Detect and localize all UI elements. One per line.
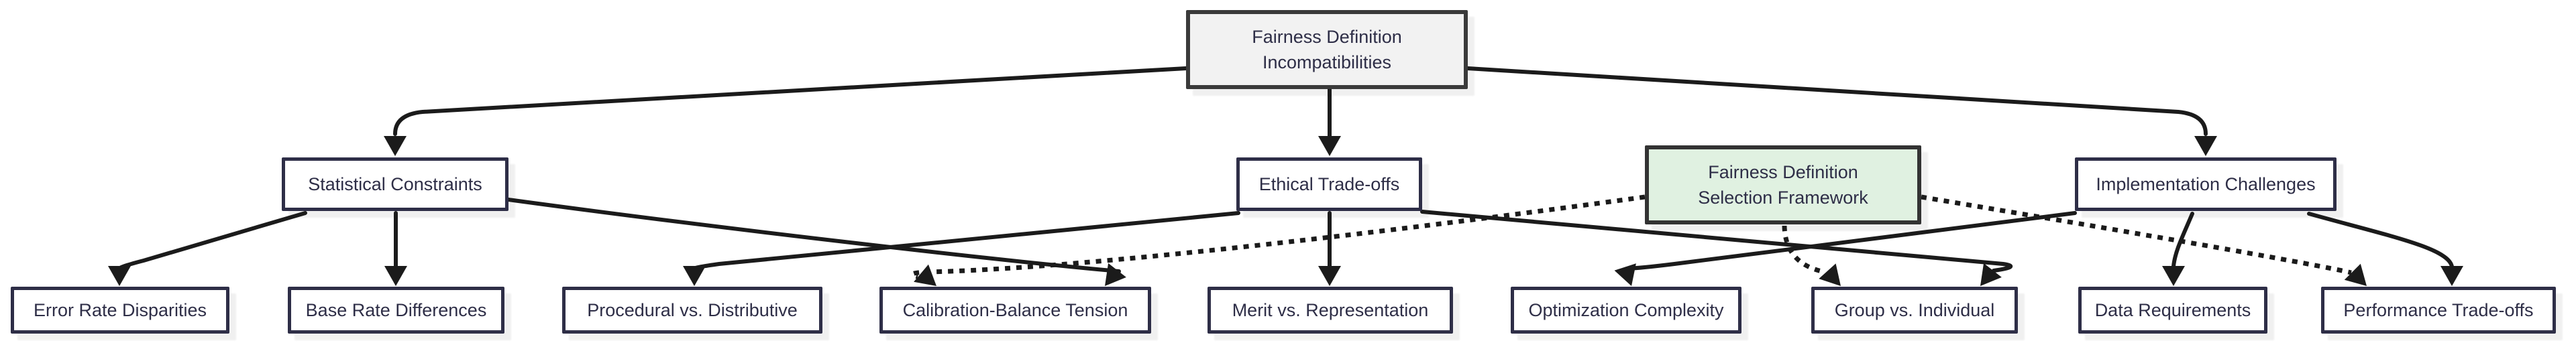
edge-ethical-procedural bbox=[692, 211, 1240, 271]
node-fairness-definition-incompatibilities: Fairness Definition Incompatibilities bbox=[1186, 10, 1468, 89]
node-performance-trade-offs: Performance Trade-offs bbox=[2321, 287, 2556, 334]
arrowhead bbox=[1614, 263, 1636, 286]
edge-root-implementation bbox=[1466, 66, 2208, 136]
arrowhead bbox=[1318, 136, 1341, 156]
node-procedural-vs-distributive: Procedural vs. Distributive bbox=[562, 287, 822, 334]
node-implementation-challenges: Implementation Challenges bbox=[2075, 157, 2337, 211]
arrowhead bbox=[1980, 263, 2002, 286]
node-data-requirements: Data Requirements bbox=[2078, 287, 2267, 334]
arrowhead bbox=[108, 266, 131, 286]
arrowhead bbox=[384, 136, 407, 156]
node-calibration-balance-tension: Calibration-Balance Tension bbox=[879, 287, 1151, 334]
node-statistical-constraints: Statistical Constraints bbox=[282, 157, 508, 211]
node-merit-vs-representation: Merit vs. Representation bbox=[1208, 287, 1453, 334]
arrowhead bbox=[2440, 266, 2463, 286]
edge-statistical-calibration bbox=[506, 198, 1121, 273]
edge-ethical-group bbox=[1420, 210, 2013, 273]
node-error-rate-disparities: Error Rate Disparities bbox=[11, 287, 229, 334]
arrowhead bbox=[2162, 266, 2185, 286]
arrowhead bbox=[1105, 263, 1126, 286]
node-base-rate-differences: Base Rate Differences bbox=[288, 287, 504, 334]
edge-framework-group-dotted bbox=[1782, 225, 1825, 275]
arrowhead bbox=[2344, 263, 2367, 286]
node-fairness-definition-selection-framework: Fairness Definition Selection Framework bbox=[1645, 145, 1921, 224]
edge-framework-calibration-dotted bbox=[910, 194, 1646, 279]
edge-statistical-error-rate bbox=[117, 211, 307, 271]
node-optimization-complexity: Optimization Complexity bbox=[1511, 287, 1741, 334]
arrowhead bbox=[914, 264, 936, 286]
arrowhead bbox=[384, 266, 407, 286]
arrowhead bbox=[683, 266, 706, 286]
node-ethical-trade-offs: Ethical Trade-offs bbox=[1236, 157, 1422, 211]
arrowhead bbox=[1318, 266, 1341, 286]
arrowhead bbox=[1819, 263, 1841, 286]
edge-root-statistical bbox=[393, 66, 1188, 136]
edge-implementation-performance bbox=[2307, 212, 2454, 269]
node-group-vs-individual: Group vs. Individual bbox=[1811, 287, 2018, 334]
edge-framework-performance-dotted bbox=[1921, 194, 2352, 275]
arrowhead bbox=[2194, 136, 2217, 156]
